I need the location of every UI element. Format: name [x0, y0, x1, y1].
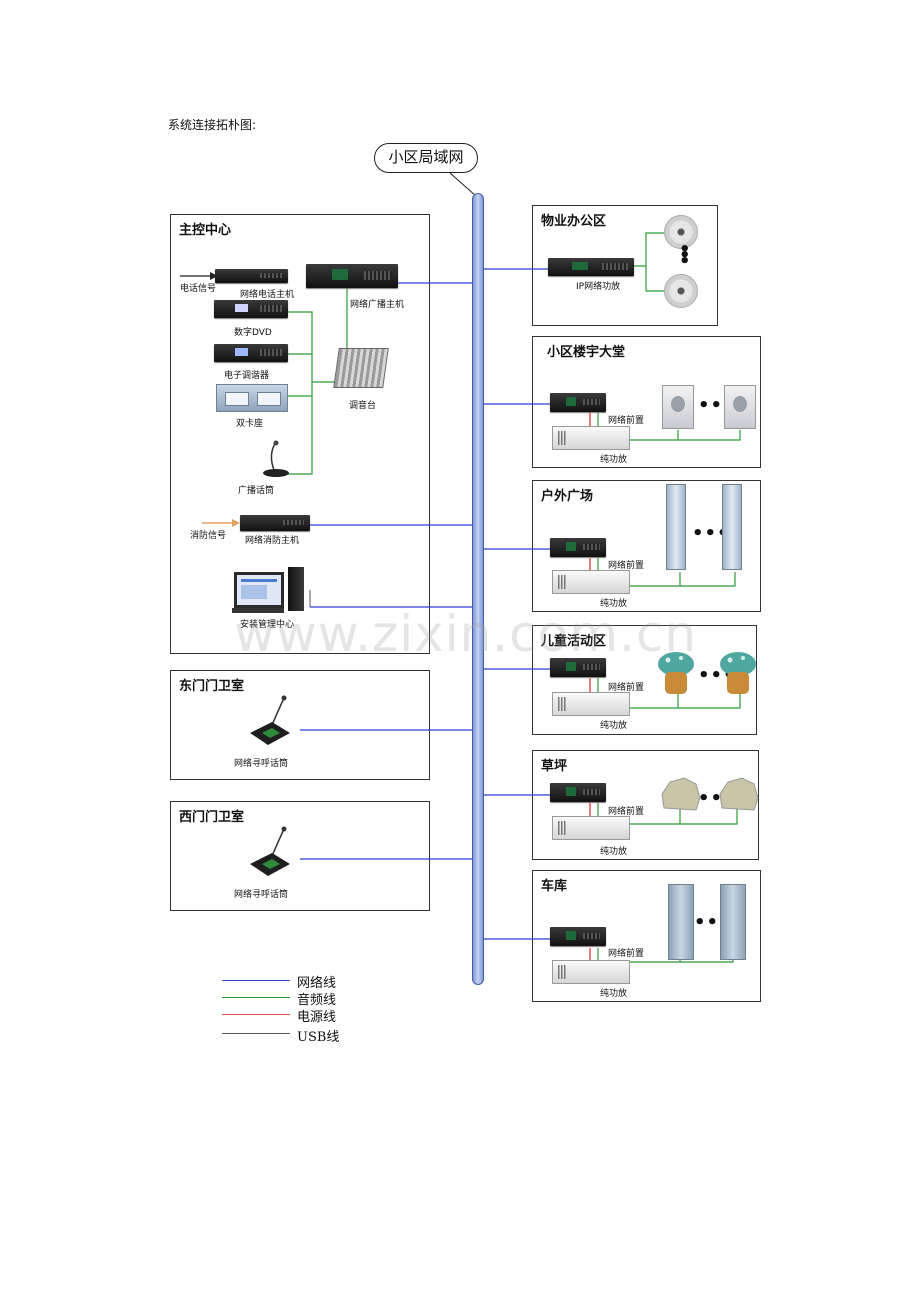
pc-keyboard-device: [232, 608, 284, 613]
bubble-pointer: [449, 172, 477, 197]
pc-label: 安装管理中心: [240, 620, 295, 630]
broadcast-mic-device: [263, 440, 289, 477]
cassette-label: 双卡座: [236, 419, 264, 429]
mixer-device: [333, 348, 389, 388]
network-preamp-device: [550, 783, 606, 802]
fire-host-device: [240, 515, 310, 531]
main-center-title: 主控中心: [179, 223, 232, 238]
power-amp-device: [552, 570, 630, 594]
legend-label-usb: USB线: [297, 1030, 340, 1045]
east-paging-mic-label: 网络寻呼话筒: [234, 759, 289, 769]
phone-signal-label: 电话信号: [180, 284, 217, 294]
broadcast-host-device: [306, 264, 398, 288]
preamp-label: 网络前置: [608, 561, 645, 571]
ip-amplifier-label: IP网络功放: [576, 282, 621, 292]
legend-swatch-power: [222, 1014, 290, 1015]
mixer-label: 调音台: [349, 401, 377, 411]
mushroom-speaker-icon: [658, 652, 694, 694]
zone-title: 车库: [541, 879, 568, 894]
network-lines: [300, 268, 550, 940]
network-preamp-device: [550, 393, 606, 412]
legend-swatch-usb: [222, 1033, 290, 1034]
preamp-label: 网络前置: [608, 807, 645, 817]
tuner-device: [214, 344, 288, 362]
column-speaker-icon: [666, 484, 686, 570]
cassette-deck-device: [216, 384, 288, 412]
power-amp-device: [552, 426, 630, 450]
column-speaker-icon: [722, 484, 742, 570]
ceiling-speaker-icon: [664, 274, 698, 308]
preamp-label: 网络前置: [608, 949, 645, 959]
phone-host-device: [215, 269, 288, 283]
fire-host-label: 网络消防主机: [245, 536, 300, 546]
legend-swatch-network: [222, 980, 290, 981]
power-amp-label: 纯功放: [600, 599, 628, 609]
tuner-label: 电子调谐器: [224, 371, 270, 381]
power-amp-label: 纯功放: [600, 989, 628, 999]
power-amp-device: [552, 960, 630, 984]
east-paging-mic-device: [250, 695, 290, 745]
power-amp-label: 纯功放: [600, 847, 628, 857]
column-speaker-icon: [720, 884, 746, 960]
zone-title: 户外广场: [541, 489, 594, 504]
zone-box-children-area: 儿童活动区: [532, 625, 757, 735]
diagram-caption: 系统连接拓朴图:: [168, 118, 257, 132]
preamp-label: 网络前置: [608, 416, 645, 426]
column-speaker-icon: [668, 884, 694, 960]
west-paging-mic-device: [250, 826, 290, 876]
broadcast-mic-label: 广播话筒: [238, 486, 275, 496]
west-gate-box: 西门门卫室: [170, 801, 430, 911]
more-ellipsis: •••: [679, 239, 692, 272]
mushroom-speaker-icon: [720, 652, 756, 694]
legend-label-network: 网络线: [297, 976, 337, 991]
ip-amplifier-device: [548, 258, 634, 276]
pc-monitor-device: [234, 572, 284, 608]
zone-title: 小区楼宇大堂: [547, 345, 626, 360]
zone-title: 草坪: [541, 759, 568, 774]
power-amp-label: 纯功放: [600, 455, 628, 465]
wall-speaker-icon: [724, 385, 756, 429]
east-gate-box: 东门门卫室: [170, 670, 430, 780]
west-paging-mic-label: 网络寻呼话筒: [234, 890, 289, 900]
watermark-text: www.zixin.com.cn: [234, 605, 698, 663]
wall-speaker-icon: [662, 385, 694, 429]
rock-speaker-icon: [719, 777, 759, 811]
power-amp-device: [552, 692, 630, 716]
lan-backbone: [472, 193, 484, 985]
dvd-label: 数字DVD: [234, 328, 272, 338]
zone-title: 儿童活动区: [541, 634, 607, 649]
preamp-label: 网络前置: [608, 683, 645, 693]
fire-signal-label: 消防信号: [190, 531, 227, 541]
lan-label: 小区局域网: [374, 143, 478, 173]
network-preamp-device: [550, 658, 606, 677]
west-gate-title: 西门门卫室: [179, 810, 245, 825]
more-ellipsis: •••: [692, 523, 730, 544]
legend-swatch-audio: [222, 997, 290, 998]
ceiling-speaker-icon: [664, 215, 698, 249]
east-gate-title: 东门门卫室: [179, 679, 245, 694]
pc-tower-device: [288, 567, 304, 611]
power-amp-label: 纯功放: [600, 721, 628, 731]
audio-lines: [288, 232, 741, 963]
dvd-device: [214, 300, 288, 318]
legend-label-power: 电源线: [297, 1010, 337, 1025]
legend-label-audio: 音频线: [297, 993, 337, 1008]
power-amp-device: [552, 816, 630, 840]
network-preamp-device: [550, 927, 606, 946]
phone-host-label: 网络电话主机: [240, 290, 295, 300]
broadcast-host-label: 网络广播主机: [350, 300, 405, 310]
zone-title: 物业办公区: [541, 214, 607, 229]
rock-speaker-icon: [661, 777, 701, 811]
network-preamp-device: [550, 538, 606, 557]
